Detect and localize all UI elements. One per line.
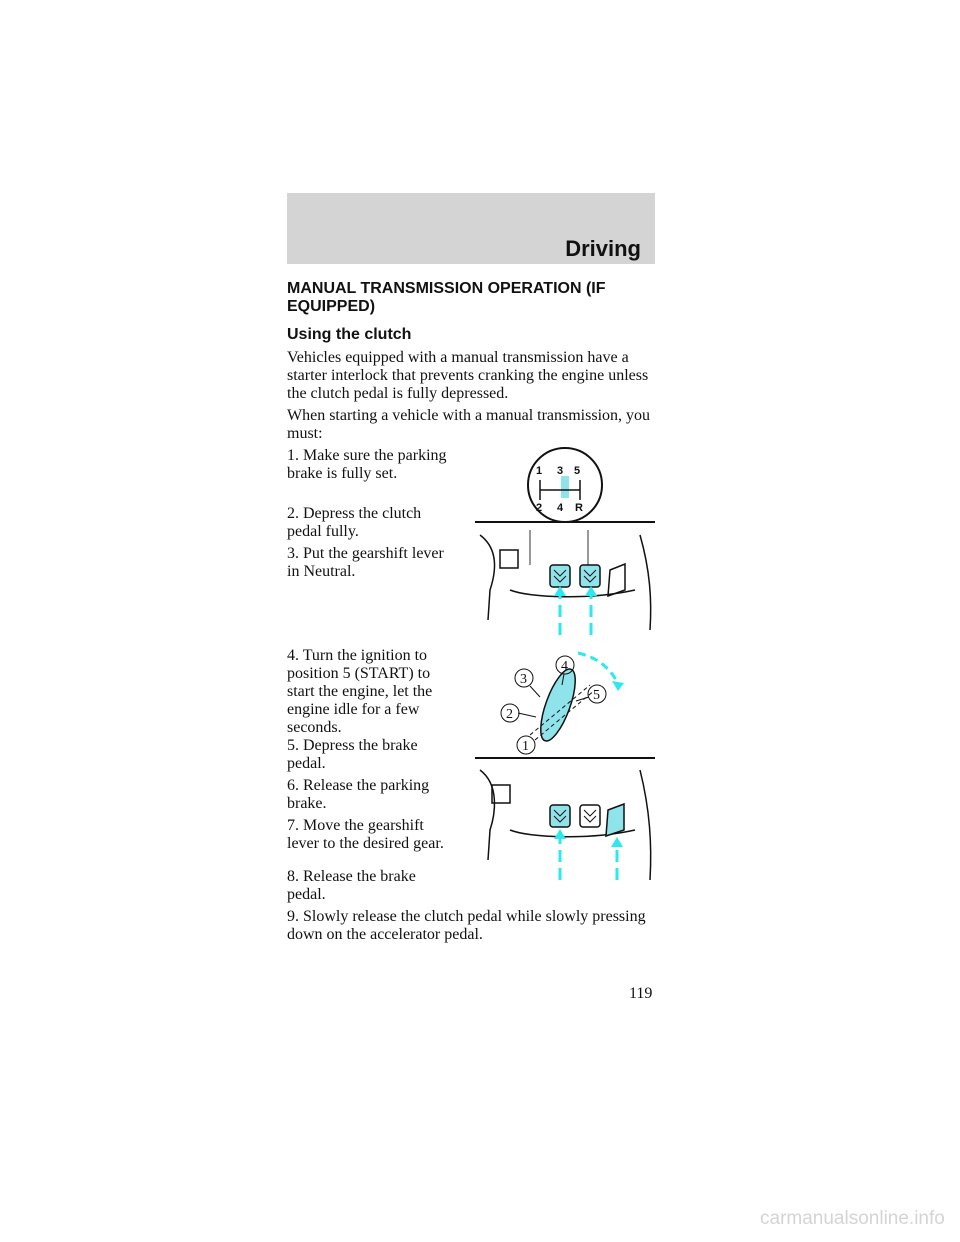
accelerator-pedal xyxy=(605,802,625,838)
clutch-pedal-figure: 1 3 5 2 4 R xyxy=(475,447,655,635)
gear-label: R xyxy=(575,502,583,514)
step-6: 6. Release the parking brake. xyxy=(287,777,430,812)
step-7: 7. Move the gearshift lever to the desir… xyxy=(287,817,444,852)
section-header-title: Driving xyxy=(565,236,641,261)
step-2: 2. Depress the clutch pedal fully. xyxy=(287,505,422,540)
ignition-position-label: 3 xyxy=(520,672,527,687)
gear-label: 4 xyxy=(557,502,564,514)
gear-label: 2 xyxy=(536,502,542,514)
section-title: MANUAL TRANSMISSION OPERATION (IF EQUIPP… xyxy=(287,280,606,315)
gear-label: 3 xyxy=(557,465,563,477)
ignition-position-label: 4 xyxy=(561,659,568,674)
intro-paragraph: Vehicles equipped with a manual transmis… xyxy=(287,349,649,402)
ignition-position-label: 1 xyxy=(522,739,529,754)
gear-label: 1 xyxy=(536,465,542,477)
ignition-position-label: 5 xyxy=(593,688,600,703)
section-header-band: Driving xyxy=(287,193,655,264)
step-5: 5. Depress the brake pedal. xyxy=(287,737,418,772)
step-4: 4. Turn the ignition to position 5 (STAR… xyxy=(287,647,433,736)
step-9: 9. Slowly release the clutch pedal while… xyxy=(287,908,646,943)
step-1: 1. Make sure the parking brake is fully … xyxy=(287,447,447,482)
page-number: 119 xyxy=(629,985,653,1002)
gear-label: 5 xyxy=(574,465,580,477)
ignition-key-icon xyxy=(540,668,576,742)
step-3: 3. Put the gearshift lever in Neutral. xyxy=(287,545,444,580)
instructions-lead: When starting a vehicle with a manual tr… xyxy=(287,407,651,442)
step-8: 8. Release the brake pedal. xyxy=(287,868,416,903)
watermark-logo: carmanualsonline.info xyxy=(760,1208,945,1229)
ignition-position-label: 2 xyxy=(506,707,513,722)
subsection-title: Using the clutch xyxy=(287,326,412,343)
ignition-brake-figure: 1 2 3 4 5 xyxy=(475,651,655,881)
accelerator-pedal xyxy=(607,562,626,598)
